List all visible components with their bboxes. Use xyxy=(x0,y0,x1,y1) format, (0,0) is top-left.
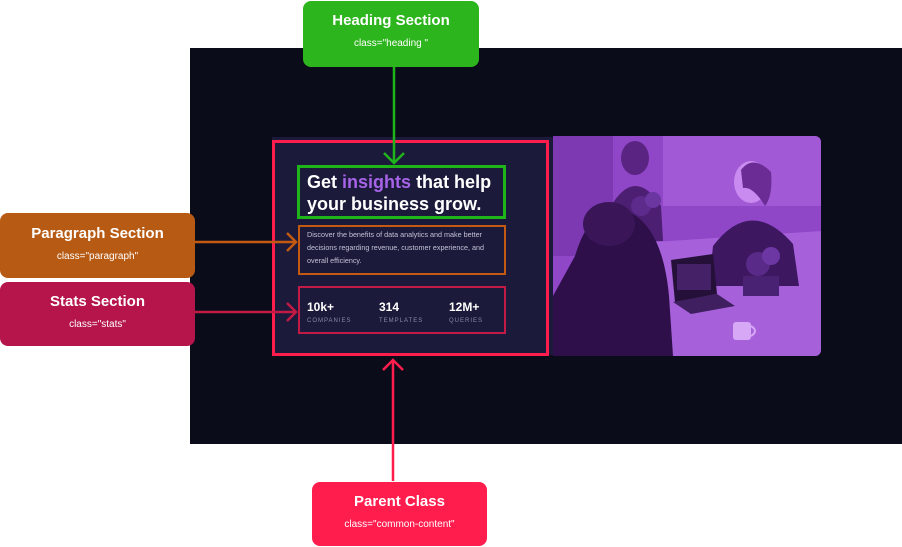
callout-parent-class-name: class="common-content" xyxy=(344,519,455,530)
heading-prefix: Get xyxy=(307,172,338,192)
callout-stats-class: class="stats" xyxy=(69,319,126,330)
heading-outline xyxy=(297,165,506,219)
callout-heading-section: Heading Section class="heading " xyxy=(303,1,479,67)
stat-label-companies: COMPANIES xyxy=(307,318,352,324)
hero-image xyxy=(553,136,821,356)
stat-value-queries: 12M+ xyxy=(449,300,480,314)
callout-stats-section: Stats Section class="stats" xyxy=(0,282,195,346)
parent-arrow-head xyxy=(382,358,404,371)
stat-value-templates: 314 xyxy=(379,300,400,314)
stats-arrow-head xyxy=(286,302,298,322)
paragraph-outline xyxy=(298,225,506,275)
stat-value-companies: 10k+ xyxy=(307,300,335,314)
card-paragraph: Discover the benefits of data analytics … xyxy=(307,230,484,265)
callout-paragraph-title: Paragraph Section xyxy=(31,225,164,242)
callout-paragraph-section: Paragraph Section class="paragraph" xyxy=(0,213,195,278)
office-photo-illustration xyxy=(553,136,821,356)
stat-label-templates: TEMPLATES xyxy=(379,318,424,324)
card-heading: Get insights that help your business gro… xyxy=(307,171,507,215)
paragraph-arrow-head xyxy=(286,232,298,252)
parent-outline xyxy=(272,140,549,356)
callout-heading-title: Heading Section xyxy=(332,12,450,29)
heading-accent-word: insights xyxy=(342,172,412,192)
callout-parent-title: Parent Class xyxy=(354,493,445,510)
card-content-panel xyxy=(272,137,553,355)
callout-heading-class: class="heading " xyxy=(353,38,429,49)
callout-paragraph-class: class="paragraph" xyxy=(56,251,139,262)
callout-stats-title: Stats Section xyxy=(49,293,146,310)
heading-suffix: that help your business grow. xyxy=(307,172,492,214)
stats-outline xyxy=(298,286,506,334)
heading-arrow-head xyxy=(383,152,405,165)
stat-label-queries: QUERIES xyxy=(449,318,484,324)
callout-parent-class: Parent Class class="common-content" xyxy=(312,482,487,546)
